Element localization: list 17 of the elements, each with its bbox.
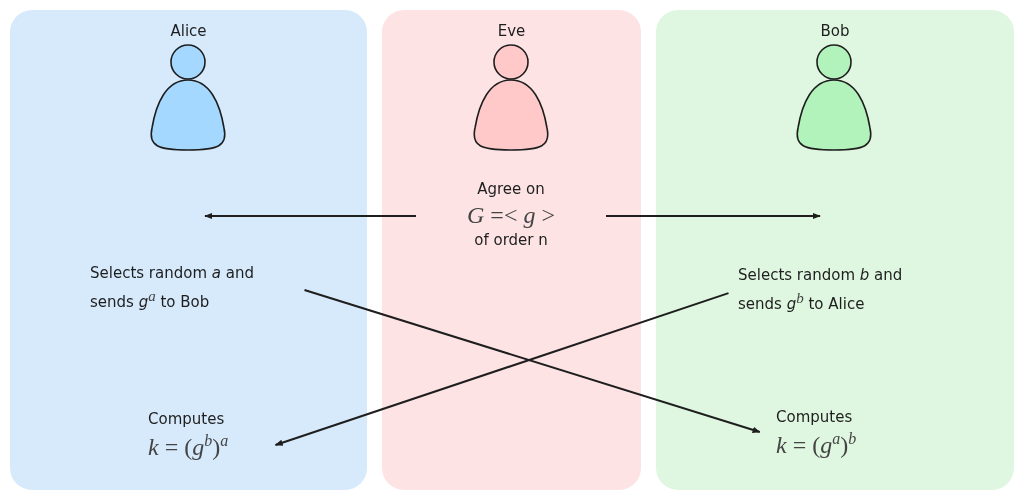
person-name: Alice [169, 22, 208, 40]
math-formula: G =< g > [466, 200, 556, 230]
math-formula: k = (g$^{a}$)$^{b}$ [776, 428, 858, 460]
arrow [303, 289, 761, 433]
math-formula: k = (g$^{b}$)$^{a}$ [148, 430, 230, 462]
person-name: Bob [819, 22, 851, 40]
person-name: Eve [496, 22, 527, 40]
arrow [605, 212, 821, 220]
bob-panel [656, 10, 1014, 490]
arrow [204, 212, 417, 220]
alice-panel [10, 10, 367, 490]
description-text: Agree on [476, 179, 546, 200]
eve-panel [382, 10, 641, 490]
description-text: Computes [148, 409, 226, 430]
arrow [274, 292, 730, 447]
description-text: Computes [776, 407, 854, 428]
description-text: of order n [473, 230, 549, 252]
